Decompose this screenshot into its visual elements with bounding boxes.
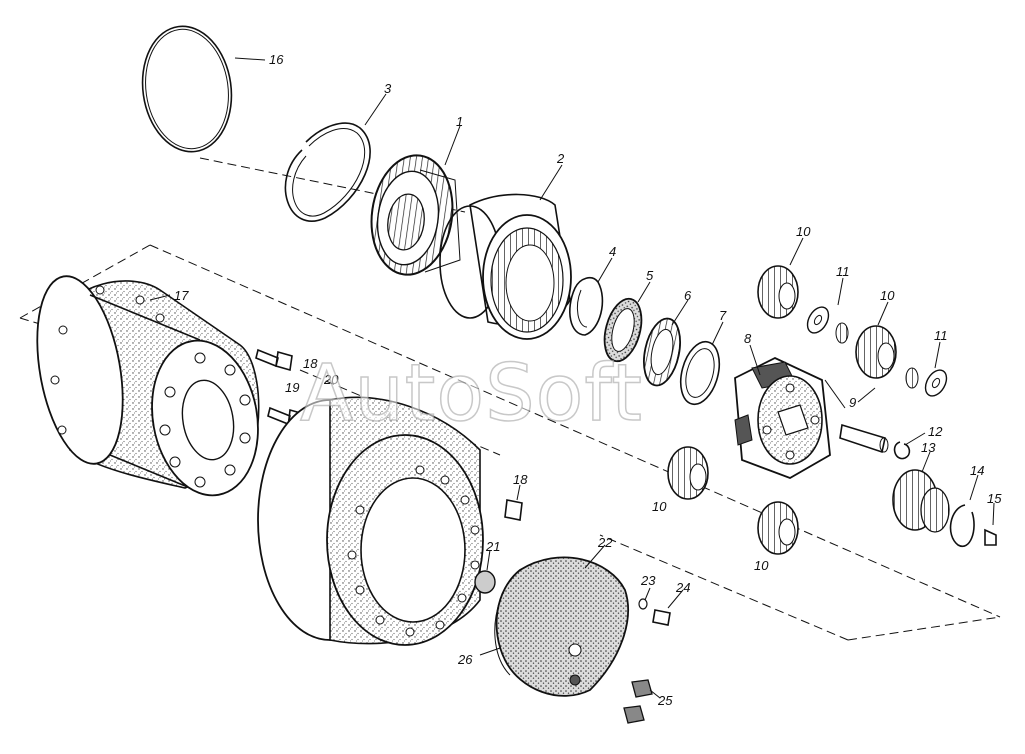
label-19: 19 xyxy=(285,380,299,395)
label-26: 26 xyxy=(457,652,473,667)
part-11-washer-right xyxy=(905,367,948,397)
label-7: 7 xyxy=(719,308,727,323)
part-5-bearing xyxy=(603,297,643,363)
part-6-toothed-washer xyxy=(643,317,681,387)
part-17-hub xyxy=(36,275,260,497)
watermark-text: AutoSoft xyxy=(300,349,643,439)
part-7-ring xyxy=(679,340,721,406)
label-25: 25 xyxy=(657,693,673,708)
label-17: 17 xyxy=(174,288,189,303)
label-12: 12 xyxy=(928,424,943,439)
part-25-nut-upper xyxy=(631,679,653,698)
part-number-labels: 1 2 3 4 5 6 7 8 9 10 10 10 10 11 11 12 1… xyxy=(174,52,1002,708)
part-9-pin xyxy=(839,423,889,454)
part-23-washer xyxy=(638,598,648,610)
part-14-lock-ring xyxy=(949,504,975,548)
label-15: 15 xyxy=(987,491,1002,506)
part-16-ring xyxy=(141,25,233,153)
label-20: 20 xyxy=(323,372,339,387)
label-8: 8 xyxy=(744,331,752,346)
part-22-cover xyxy=(494,556,629,697)
part-1-gear xyxy=(370,154,461,276)
label-6: 6 xyxy=(684,288,692,303)
part-10-pinion-left xyxy=(667,446,709,500)
label-11-right: 11 xyxy=(934,328,948,343)
label-5: 5 xyxy=(646,268,654,283)
part-10-pinion-bottom xyxy=(757,501,799,555)
part-10-pinion-top xyxy=(757,265,799,319)
part-2-ring-gear xyxy=(439,193,572,340)
label-22: 22 xyxy=(597,535,613,550)
label-10-left: 10 xyxy=(652,499,667,514)
part-10-pinion-right xyxy=(855,325,897,379)
label-18-upper: 18 xyxy=(303,356,318,371)
label-11-top: 11 xyxy=(836,264,850,279)
part-3-snap-ring xyxy=(284,122,371,222)
part-18-bolt-lower xyxy=(504,499,523,521)
part-20-brake-drum xyxy=(257,396,484,646)
part-24-bolt xyxy=(652,609,671,626)
label-10-bottom: 10 xyxy=(754,558,769,573)
label-18-lower: 18 xyxy=(513,472,528,487)
label-9: 9 xyxy=(849,395,856,410)
label-10-right: 10 xyxy=(880,288,895,303)
label-14: 14 xyxy=(970,463,984,478)
leader-lines xyxy=(149,57,995,699)
label-16: 16 xyxy=(269,52,284,67)
part-25-nut-lower xyxy=(623,705,645,724)
label-24: 24 xyxy=(675,580,690,595)
part-15-plug xyxy=(984,528,997,546)
label-3: 3 xyxy=(384,81,392,96)
part-21-plug xyxy=(474,570,496,594)
part-11-washer-top xyxy=(806,306,849,344)
label-1: 1 xyxy=(456,114,463,129)
label-13: 13 xyxy=(921,440,936,455)
label-10-top: 10 xyxy=(796,224,811,239)
label-4: 4 xyxy=(609,244,616,259)
part-18-bolt-upper xyxy=(255,348,293,372)
part-13-sun-gear xyxy=(892,469,950,533)
label-21: 21 xyxy=(485,539,500,554)
part-4-washer xyxy=(569,276,604,336)
label-23: 23 xyxy=(640,573,656,588)
part-12-clip xyxy=(893,441,911,460)
part-8-planet-carrier xyxy=(734,357,831,479)
label-2: 2 xyxy=(556,151,565,166)
